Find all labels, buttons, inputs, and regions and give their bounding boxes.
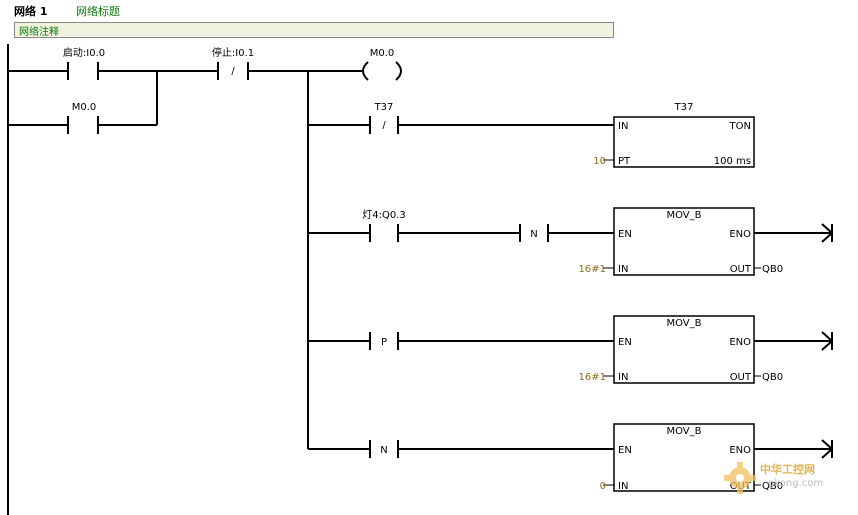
mov3-en: EN [618,445,632,456]
mov1-eno: ENO [729,229,751,240]
contact-start-label: 启动:I0.0 [63,46,105,59]
watermark-logo: 中华工控网 gkong.com [722,458,852,498]
output-arrow [821,439,834,459]
contact-t37[interactable] [369,116,399,134]
timer-in-pin: IN [618,121,628,132]
mov3-title: MOV_B [666,426,701,437]
mov3-eno: ENO [729,445,751,456]
timer-name: T37 [674,102,694,113]
mov1-title: MOV_B [666,210,701,221]
contact-m00-label: M0.0 [72,102,97,113]
mov2-title: MOV_B [666,318,701,329]
mov2-eno: ENO [729,337,751,348]
contact-n-edge-2[interactable] [369,440,399,458]
contact-stop[interactable] [217,62,249,80]
mov2-out: OUT [730,372,752,383]
mov1-out: OUT [730,264,752,275]
watermark-text-cn: 中华工控网 [760,463,815,476]
mov2-in-value: 16#1 [579,372,606,383]
contact-lamp4[interactable] [369,224,399,242]
contact-stop-label: 停止:I0.1 [212,46,254,59]
output-arrow [821,223,834,243]
coil-m00-label: M0.0 [370,48,395,59]
contact-n-edge-1[interactable] [519,224,549,242]
contact-n1-symbol: N [530,229,537,240]
network-comment-bar[interactable]: 网络注释 [14,22,614,38]
mov1-in: IN [618,264,628,275]
contact-t37-label: T37 [374,102,394,113]
mov1-in-value: 16#1 [579,264,606,275]
contact-start[interactable] [67,62,99,80]
timer-type: TON [729,121,751,132]
contact-stop-slash: / [231,66,235,77]
network-comment: 网络注释 [19,27,59,38]
contact-p-symbol: P [381,337,387,348]
mov2-out-value: QB0 [762,372,783,383]
mov-box-2[interactable] [613,315,755,384]
output-arrow [821,331,834,351]
timer-base: 100 ms [714,156,751,167]
mov3-out-value: QB0 [762,481,783,492]
coil-m00[interactable] [362,61,402,81]
contact-m00[interactable] [67,116,99,134]
timer-pt-value: 10 [593,156,606,167]
mov1-en: EN [618,229,632,240]
network-title[interactable]: 网络标题 [76,5,120,18]
mov3-in: IN [618,481,628,492]
mov3-in-value: 0 [600,481,606,492]
contact-lamp4-label: 灯4:Q0.3 [362,209,406,221]
network-number: 网络 1 [14,5,48,18]
mov1-out-value: QB0 [762,264,783,275]
contact-p-edge[interactable] [369,332,399,350]
mov-box-3[interactable] [613,423,755,492]
mov-box-1[interactable] [613,207,755,276]
contact-n2-symbol: N [380,445,387,456]
watermark-text-url: gkong.com [768,478,824,489]
gear-icon [724,462,756,494]
mov2-in: IN [618,372,628,383]
contact-t37-slash: / [382,120,386,131]
mov2-en: EN [618,337,632,348]
timer-box-ton[interactable] [613,116,755,168]
timer-pt-pin: PT [618,156,631,167]
